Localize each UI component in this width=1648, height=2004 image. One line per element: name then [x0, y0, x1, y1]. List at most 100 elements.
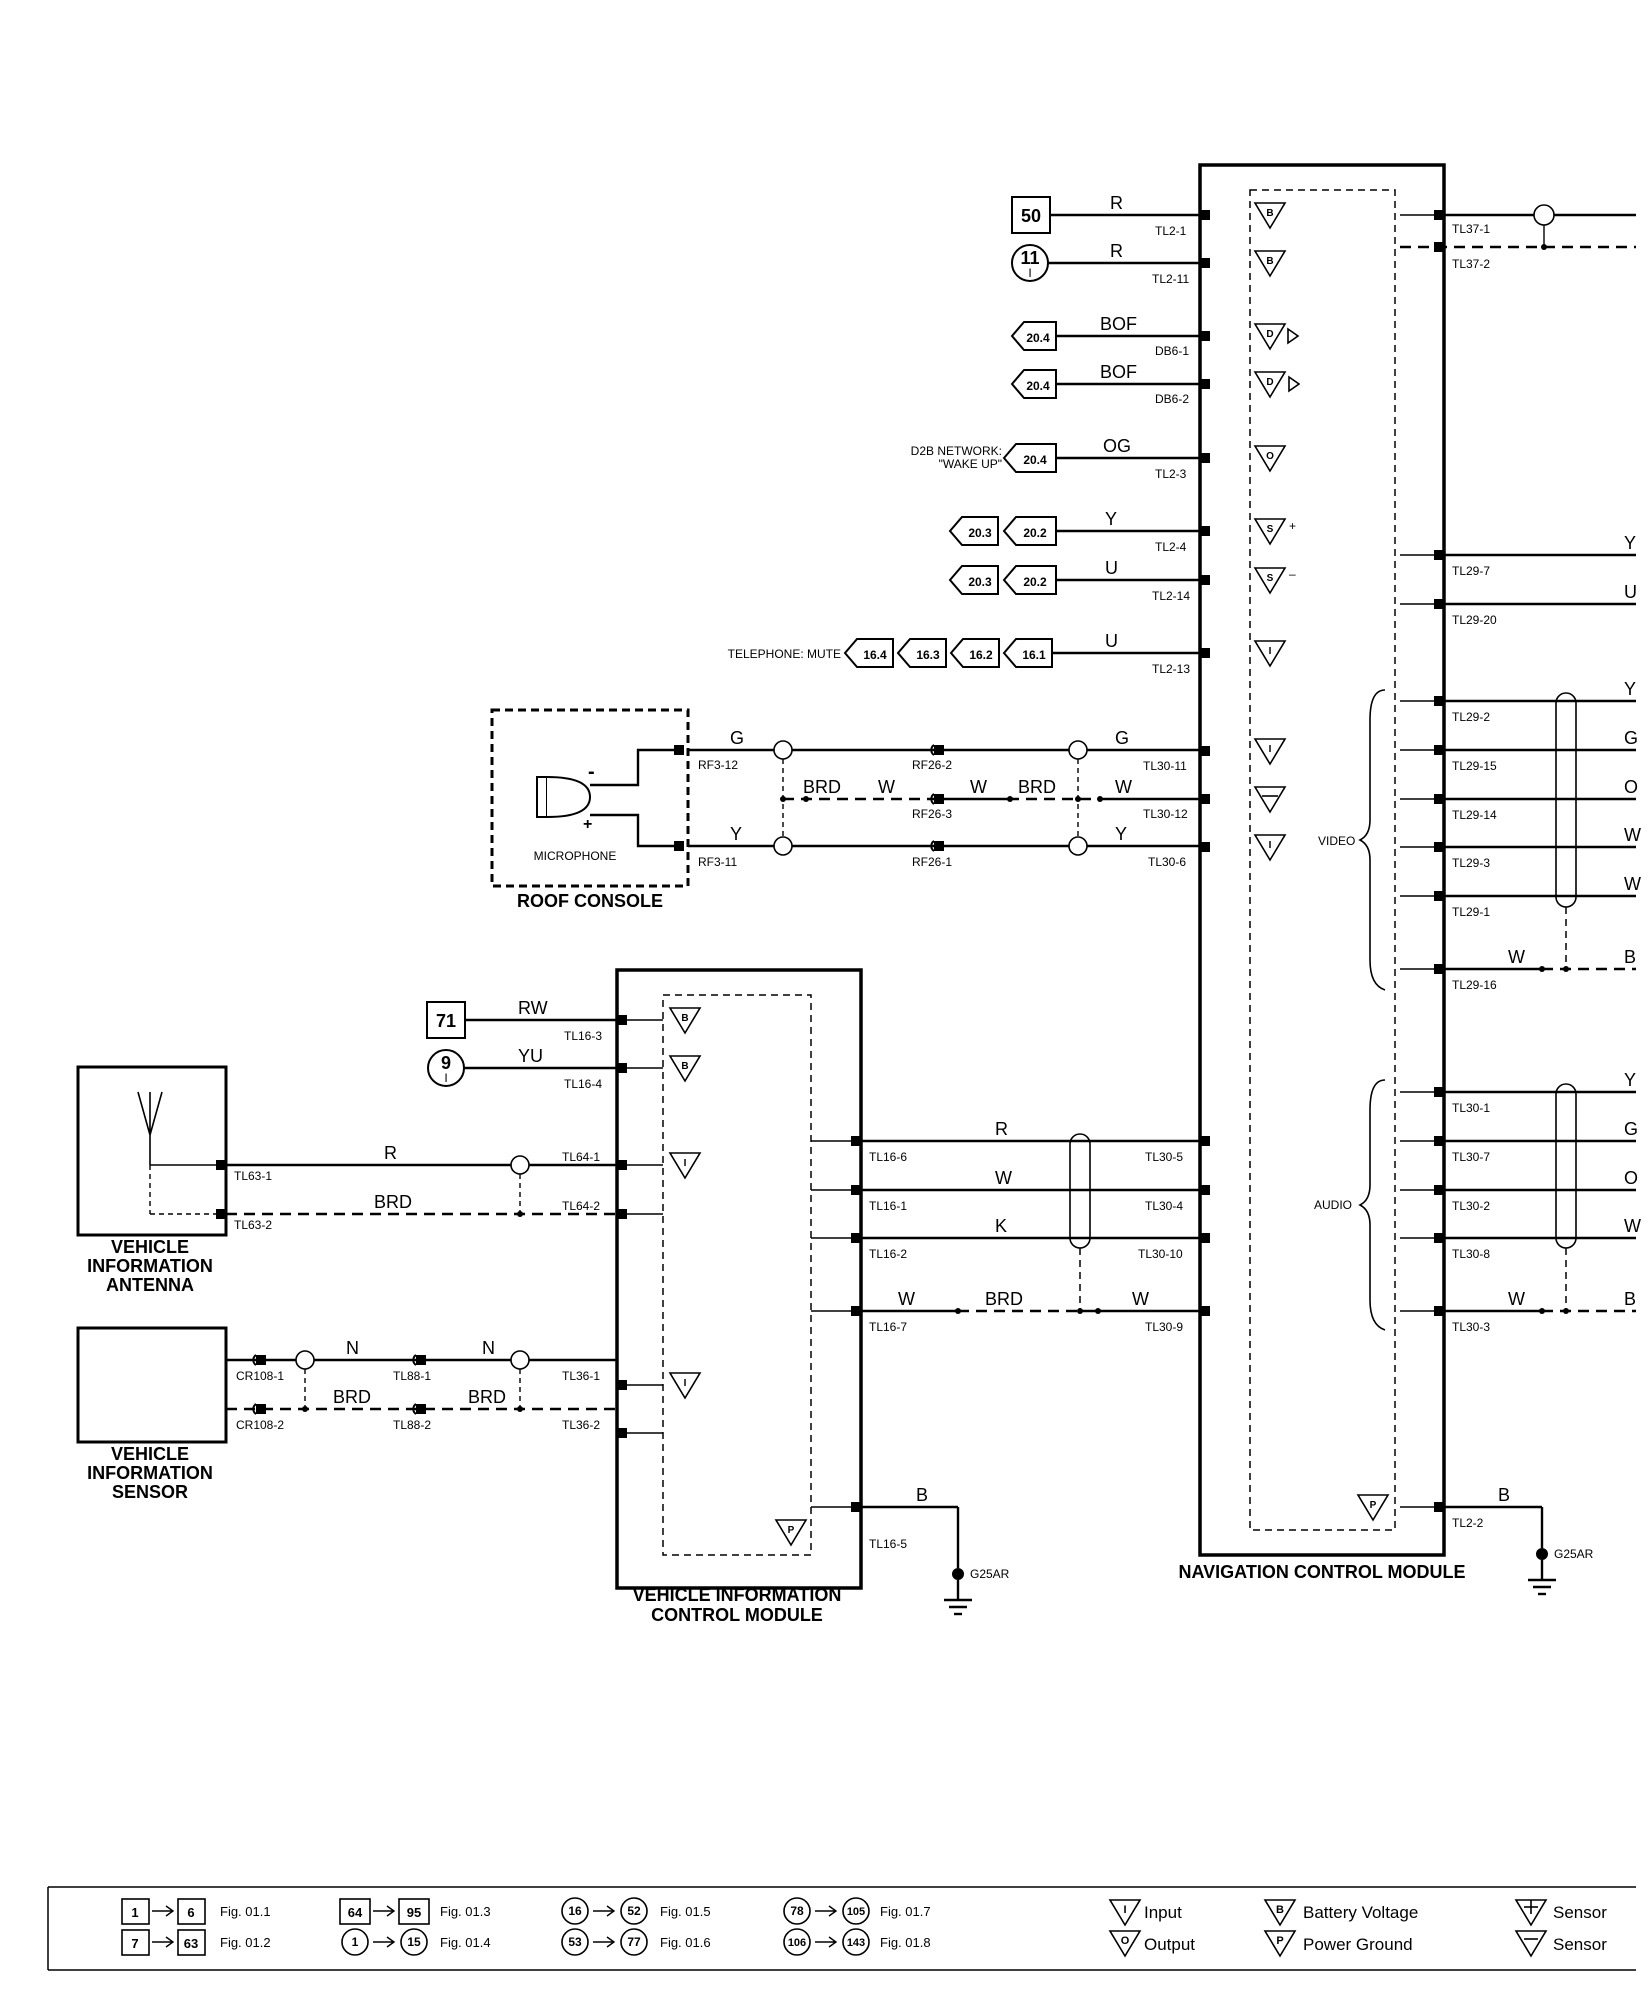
edge-u1: U [1624, 582, 1637, 602]
ref-204-text-b: 20.4 [1026, 379, 1050, 393]
pin-tl29-15: TL29-15 [1452, 759, 1497, 773]
pin-tl30-3: TL30-3 [1452, 1320, 1490, 1334]
ground-point-nav [1536, 1548, 1548, 1560]
wire-color-brd-antenna: BRD [374, 1192, 412, 1212]
pin-tl30-12: TL30-12 [1143, 807, 1188, 821]
legend-to: 143 [847, 1937, 865, 1949]
pin-rf3-12: RF3-12 [698, 758, 738, 772]
legend-fig-01-6: 53 77 Fig. 01.6 [561, 1928, 711, 1956]
pin-tl2-2: TL2-2 [1452, 1516, 1484, 1530]
svg-text:–: – [1289, 567, 1296, 581]
wire-color-r-antenna: R [384, 1143, 397, 1163]
sensor-label-3: SENSOR [112, 1482, 188, 1502]
wire-color-w-vicm-1: W [995, 1168, 1012, 1188]
wire-color-brd-roof-1: BRD [803, 777, 841, 797]
pin-rf26-2: RF26-2 [912, 758, 952, 772]
edge-y3: Y [1624, 1070, 1636, 1090]
sensor-label-1: VEHICLE [111, 1444, 189, 1464]
wire-color-brd-vicm: BRD [985, 1289, 1023, 1309]
wire-color-r-1: R [1110, 193, 1123, 213]
wire-color-w-vicm-3: W [1132, 1289, 1149, 1309]
wire-color-n-2: N [482, 1338, 495, 1358]
legend-fig-01-7: 78 105 Fig. 01.7 [783, 1897, 931, 1925]
sym-sensor-neg-tl30-12 [1253, 786, 1287, 814]
edge-g2: G [1624, 1119, 1638, 1139]
sym-power-ground-tl2-2: P [1356, 1494, 1390, 1522]
sym-input-tl30-6: I [1253, 834, 1287, 862]
sym-text: I [1269, 840, 1272, 851]
edge-o2: O [1624, 1168, 1638, 1188]
ref-161-text: 16.1 [1022, 648, 1046, 662]
brace-audio [1358, 1079, 1386, 1331]
legend-from: 53 [568, 1935, 582, 1949]
pin-tl30-6: TL30-6 [1148, 855, 1186, 869]
edge-b1: B [1624, 947, 1636, 967]
pin-tl37-1: TL37-1 [1452, 222, 1490, 236]
note-audio: AUDIO [1314, 1198, 1352, 1212]
wire-color-u-2: U [1105, 631, 1118, 651]
vicm-left-connectors [617, 1015, 627, 1438]
sym-data-db6-2: D [1253, 371, 1301, 399]
legend-fig: Fig. 01.1 [220, 1904, 271, 1919]
vicm-label-1: VEHICLE INFORMATION [633, 1585, 842, 1605]
wire-color-brd-sensor-2: BRD [468, 1387, 506, 1407]
legend-from: 16 [568, 1904, 582, 1918]
pin-tl2-3: TL2-3 [1155, 467, 1187, 481]
ref-164-text: 16.4 [863, 648, 887, 662]
legend-from: 1 [131, 1905, 138, 1920]
legend-from: 106 [788, 1937, 806, 1949]
pin-rf26-1: RF26-1 [912, 855, 952, 869]
pin-tl88-1: TL88-1 [393, 1369, 431, 1383]
note-d2b-2: "WAKE UP" [939, 457, 1002, 471]
wire-color-b-nav: B [1498, 1485, 1510, 1505]
legend-fig-01-4: 1 15 Fig. 01.4 [341, 1928, 491, 1956]
pin-tl64-2: TL64-2 [562, 1199, 600, 1213]
edge-y1: Y [1624, 533, 1636, 553]
wire-color-y-roof-2: Y [1115, 824, 1127, 844]
sym-input-tl2-13: I [1253, 640, 1287, 668]
pin-tl16-5: TL16-5 [869, 1537, 907, 1551]
ref-203-text-b: 20.3 [968, 575, 992, 589]
sym-sensor-tl2-14: S– [1253, 567, 1296, 595]
vicm-inner [662, 994, 812, 1556]
sym-text: B [1266, 256, 1273, 267]
arrow-ref-163 [896, 638, 947, 668]
wire-color-w-roof-2: W [970, 777, 987, 797]
pin-tl29-2: TL29-2 [1452, 710, 1490, 724]
ref-box-50 [1011, 196, 1051, 234]
roof-console-box [490, 708, 690, 888]
sym-text: I [684, 1378, 687, 1389]
pin-tl29-14: TL29-14 [1452, 808, 1497, 822]
arrow-ref-164 [843, 638, 894, 668]
legend-fig-01-3: 64 95 Fig. 01.3 [339, 1898, 491, 1925]
legend-battery-text: Battery Voltage [1303, 1903, 1418, 1922]
brace-video [1358, 689, 1386, 991]
edge-w2: W [1624, 874, 1641, 894]
pin-tl30-10: TL30-10 [1138, 1247, 1183, 1261]
legend-to: 95 [407, 1905, 421, 1920]
antenna-label-3: ANTENNA [106, 1275, 194, 1295]
svg-text:-: - [588, 761, 595, 783]
legend-from: 1 [352, 1935, 359, 1949]
legend-output-text: Output [1144, 1935, 1195, 1954]
wire-color-rw: RW [518, 998, 548, 1018]
wire-color-r-2: R [1110, 241, 1123, 261]
pin-tl36-2: TL36-2 [562, 1418, 600, 1432]
pin-tl29-1: TL29-1 [1452, 905, 1490, 919]
pin-tl16-2: TL16-2 [869, 1247, 907, 1261]
legend-sym-letter: B [1276, 1904, 1284, 1916]
roof-to-nav-wires: G G Y Y BRD W W BRD W RF26-2 RF26-3 RF26… [688, 728, 1200, 869]
pin-tl2-13: TL2-13 [1152, 662, 1190, 676]
pin-tl29-3: TL29-3 [1452, 856, 1490, 870]
pin-tl30-7: TL30-7 [1452, 1150, 1490, 1164]
note-d2b-1: D2B NETWORK: [911, 444, 1002, 458]
sensor-label-2: INFORMATION [87, 1463, 213, 1483]
shield-tl37 [1533, 204, 1555, 226]
legend-to: 6 [187, 1905, 194, 1920]
legend-output: O Output [1108, 1930, 1195, 1958]
legend-fig: Fig. 01.3 [440, 1904, 491, 1919]
pin-tl29-16: TL29-16 [1452, 978, 1497, 992]
sym-text: I [684, 1158, 687, 1169]
pin-tl63-1: TL63-1 [234, 1169, 272, 1183]
